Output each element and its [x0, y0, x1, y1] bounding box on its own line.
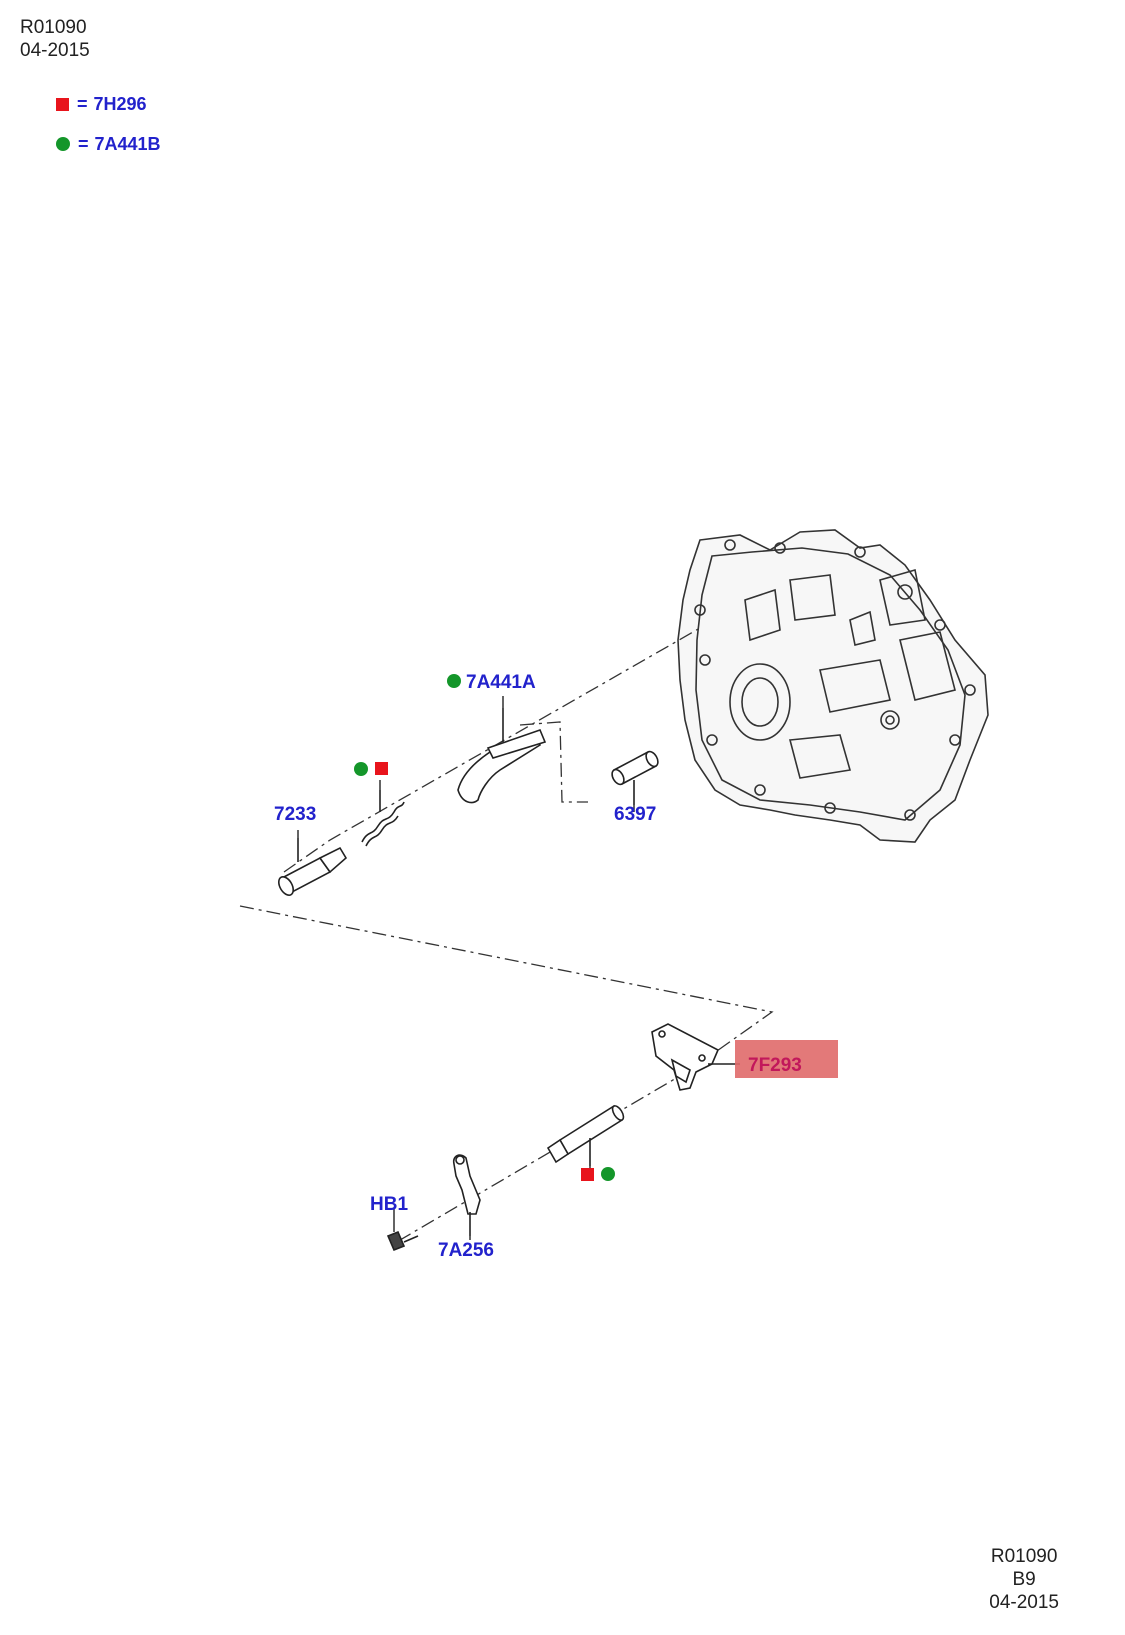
green-circle-icon — [447, 674, 461, 688]
part-7A441A-lever — [457, 708, 547, 804]
transmission-housing — [677, 529, 989, 843]
drawing-code-footer: R01090 — [990, 1546, 1058, 1567]
part-7A256-lever — [452, 1154, 481, 1236]
callout-6397[interactable]: 6397 — [614, 804, 657, 825]
drawing-sheet: B9 — [1012, 1569, 1036, 1590]
part-7F293-bracket — [651, 1023, 740, 1091]
part-HB1-bolt — [386, 1230, 419, 1252]
callout-7233[interactable]: 7233 — [274, 804, 317, 825]
drawing-date-footer: 04-2015 — [989, 1592, 1059, 1613]
drawing-date: 04-2015 — [20, 40, 90, 61]
legend-code: 7H296 — [93, 93, 147, 114]
red-square-icon — [375, 762, 388, 775]
highlight-box — [735, 1040, 838, 1078]
legend-code: 7A441B — [94, 133, 161, 154]
drawing-code: R01090 — [20, 17, 87, 38]
callout-7A256[interactable]: 7A256 — [438, 1240, 494, 1261]
callout-7A441A[interactable]: 7A441A — [466, 672, 536, 693]
legend-equals: = — [77, 93, 88, 114]
part-7233-plunger — [277, 838, 348, 896]
green-circle-icon — [56, 137, 70, 151]
shift-shaft — [546, 1104, 625, 1166]
part-6397-pin — [611, 750, 659, 805]
drawing-header: R01090 04-2015 — [20, 16, 90, 62]
red-square-icon — [56, 97, 69, 111]
red-square-icon — [581, 1168, 594, 1181]
drawing-footer: R01090 B9 04-2015 — [989, 1545, 1059, 1614]
callout-7F293[interactable]: 7F293 — [748, 1055, 802, 1076]
legend-equals: = — [78, 133, 89, 154]
legend-row-circle: = 7A441B — [56, 132, 161, 156]
green-circle-icon — [354, 762, 368, 776]
green-circle-icon — [601, 1167, 615, 1181]
legend-row-square: = 7H296 — [56, 92, 147, 116]
callout-HB1[interactable]: HB1 — [370, 1194, 409, 1215]
spring-part — [361, 790, 405, 847]
leader-lines — [239, 627, 774, 1244]
